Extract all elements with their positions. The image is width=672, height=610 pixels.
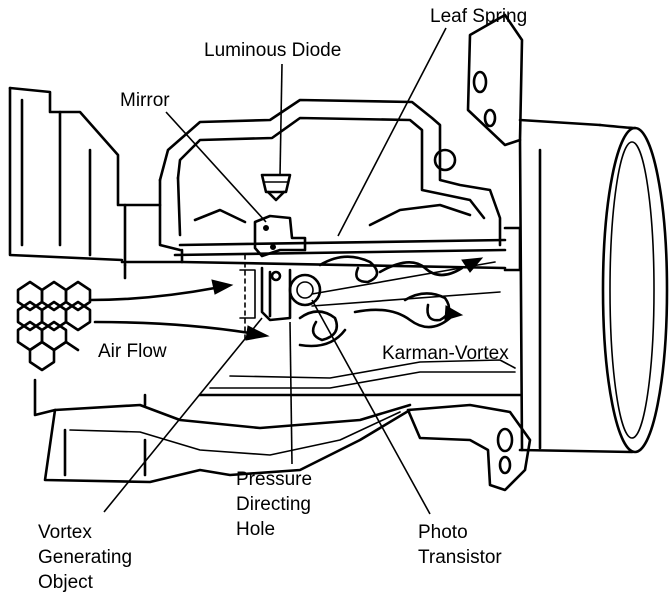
label-pressure-line-1: Pressure <box>236 469 313 490</box>
air-flow-arrows <box>88 279 270 341</box>
honeycomb-inlet <box>16 280 92 372</box>
label-pressure-directing-hole: Pressure Directing Hole <box>236 467 312 542</box>
label-pressure-line-2: Directing <box>236 494 311 515</box>
label-leaf-spring: Leaf Spring <box>430 6 528 27</box>
leader-pressure-directing-hole <box>289 321 293 465</box>
leader-lines <box>103 27 447 515</box>
leader-mirror <box>165 111 267 223</box>
mounting-lugs <box>406 403 532 492</box>
leader-vortex-generating-object <box>103 317 263 513</box>
label-air-flow: Air Flow <box>98 341 167 362</box>
label-pressure-line-3: Hole <box>236 519 276 540</box>
photo-transistor <box>288 273 322 307</box>
label-photo-line-2: Transistor <box>418 547 502 568</box>
leader-luminous-diode <box>279 63 283 177</box>
leader-leaf-spring <box>337 27 447 237</box>
label-karman-vortex: Karman-Vortex <box>382 343 509 364</box>
label-mirror: Mirror <box>120 90 170 111</box>
label-luminous-diode: Luminous Diode <box>204 40 342 61</box>
sensor-cover <box>158 98 522 272</box>
label-photo-line-1: Photo <box>418 522 468 543</box>
karman-vortex-swirls <box>298 255 484 348</box>
label-photo-transistor: Photo Transistor <box>418 520 502 570</box>
luminous-diode <box>260 173 292 202</box>
housing-body <box>8 86 522 484</box>
mirror-plate <box>253 214 307 258</box>
label-vortex-line-3: Object <box>38 572 93 593</box>
vortex-generating-object <box>239 254 292 341</box>
leader-photo-transistor <box>311 299 431 515</box>
label-vortex-line-1: Vortex <box>38 522 92 543</box>
label-vortex-generating-object: Vortex Generating Object <box>38 520 132 595</box>
label-vortex-line-2: Generating <box>38 547 133 568</box>
outlet-flange <box>466 13 669 454</box>
